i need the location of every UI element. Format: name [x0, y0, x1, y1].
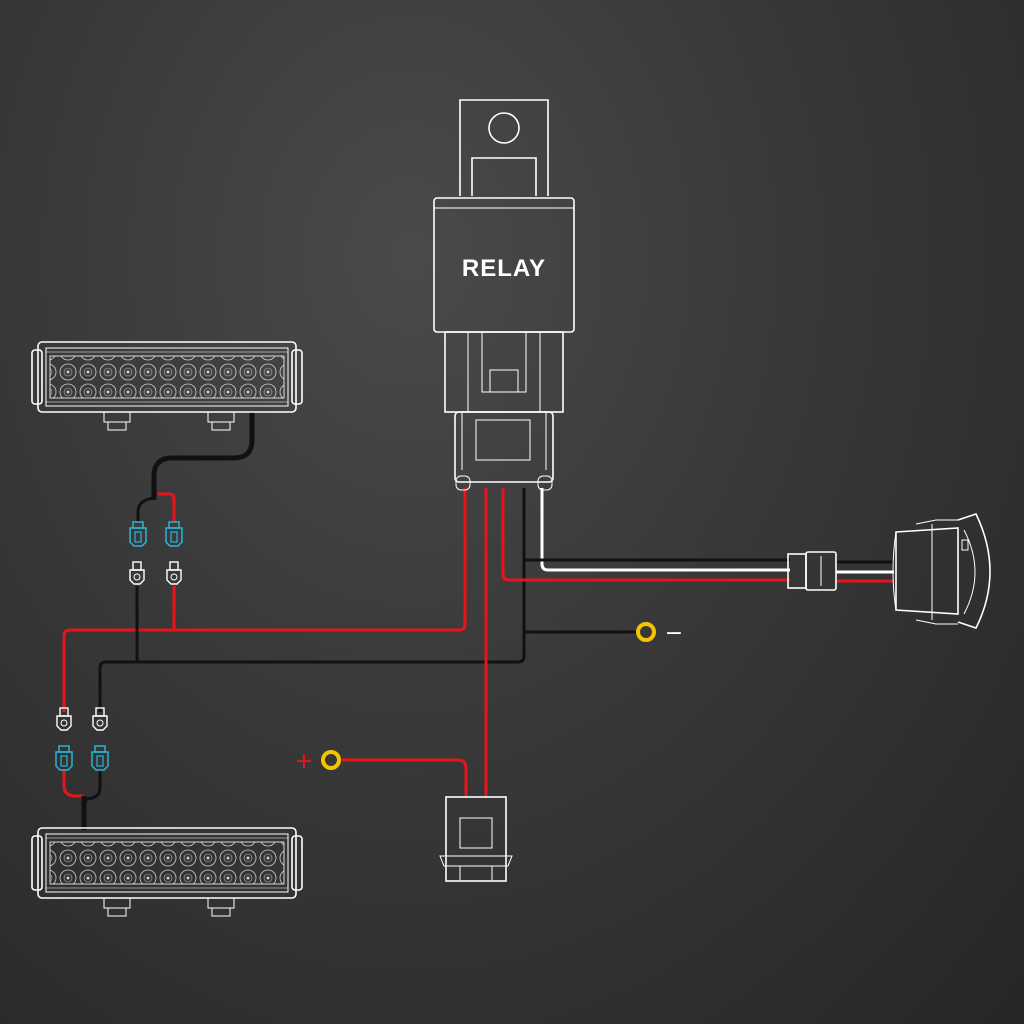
relay-icon: RELAY [433, 99, 575, 491]
spade-connector-icon [166, 561, 182, 585]
rocker-switch-icon [892, 513, 991, 629]
negative-label: − [665, 621, 683, 646]
negative-ring-terminal: − [636, 621, 683, 646]
spade-connector-icon [129, 521, 147, 547]
ring-terminal-icon [636, 622, 656, 642]
spade-connector-icon [165, 521, 183, 547]
switch-harness-connector [787, 551, 837, 591]
relay-red-wire-87 [62, 488, 467, 712]
top-connector-pair-female [129, 521, 183, 547]
bottom-split-red [62, 770, 84, 798]
positive-label: + [295, 749, 313, 774]
bottom-split-black [83, 770, 102, 802]
spade-connector-icon [129, 561, 145, 585]
wires [62, 412, 894, 830]
top-lightbar-black-cable [151, 412, 255, 500]
switch-white-wire [540, 488, 790, 572]
led-light-bar-icon [31, 341, 303, 431]
spade-connector-icon [91, 745, 109, 771]
top-split-red [158, 492, 176, 522]
switch-red-wire [501, 488, 790, 582]
relay-black-ground-wire [98, 488, 526, 712]
battery-positive-wire [342, 758, 468, 798]
top-split-black [136, 496, 155, 522]
relay-label: RELAY [462, 255, 546, 282]
positive-ring-terminal: + [295, 749, 341, 774]
bottom-connector-pair-female [55, 745, 109, 771]
fuse-holder-icon [439, 796, 513, 882]
led-light-bar-icon [31, 827, 303, 917]
ring-terminal-icon [321, 750, 341, 770]
spade-connector-icon [55, 745, 73, 771]
top-connector-pair-male [129, 561, 182, 585]
